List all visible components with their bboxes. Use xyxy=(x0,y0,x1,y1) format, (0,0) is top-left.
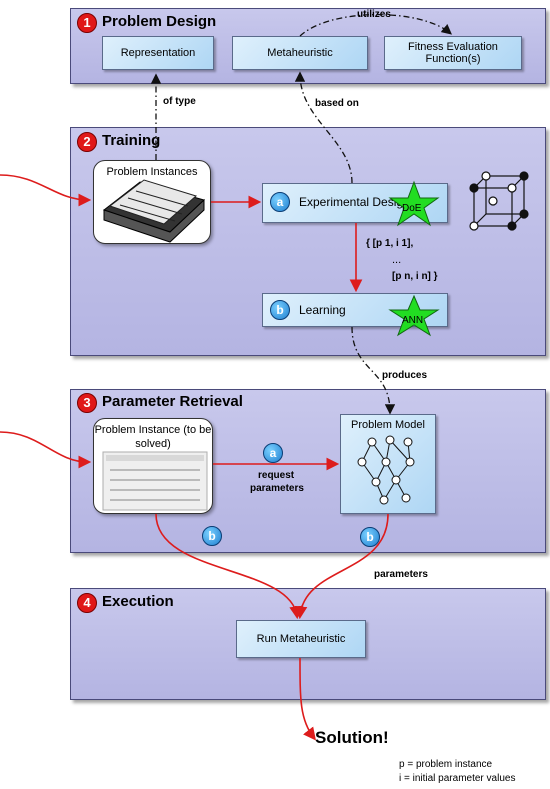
stage-number-1: 1 xyxy=(77,13,97,33)
badge-a-experimental: a xyxy=(270,192,290,212)
stage-title-problem-design: Problem Design xyxy=(102,13,217,30)
sample-set-line2: ... xyxy=(392,254,402,266)
run-to-solution-arrow xyxy=(299,657,316,741)
based-on-arrow xyxy=(294,71,353,184)
representation-label: Representation xyxy=(120,47,196,59)
badge-b-model: b xyxy=(360,527,380,547)
of-type-label: of type xyxy=(163,96,196,107)
card-tray-icon xyxy=(102,179,205,243)
problem-instance-label-line2: (to be solved) xyxy=(135,424,212,450)
parameters-label: parameters xyxy=(374,569,428,580)
badge-a-request: a xyxy=(263,443,283,463)
request-label-line2: parameters xyxy=(250,483,304,494)
produces-label: produces xyxy=(382,370,428,381)
utilizes-arrow xyxy=(299,13,452,37)
doe-star-label: DoE xyxy=(402,203,422,214)
doe-star xyxy=(388,180,440,227)
experimental-design-label: Experimental Design xyxy=(299,195,410,209)
run-metaheuristic-box: Run Metaheuristic xyxy=(236,620,366,658)
badge-b-instance: b xyxy=(202,526,222,546)
based-on-label: based on xyxy=(315,98,359,109)
badge-b-learning: b xyxy=(270,300,290,320)
request-label-line1: request xyxy=(258,470,295,481)
ann-star xyxy=(388,294,440,337)
model-to-run-arrow xyxy=(294,513,389,620)
input-arrow-training xyxy=(0,174,92,207)
input-arrow-retrieval xyxy=(0,431,92,469)
fitness-evaluation-label-line1: Fitness Evaluation xyxy=(408,41,498,53)
stage-title-execution: Execution xyxy=(102,593,174,610)
stage-title-parameter-retrieval: Parameter Retrieval xyxy=(102,393,243,410)
learning-label: Learning xyxy=(299,303,346,317)
utilizes-label: utilizes xyxy=(357,9,391,20)
sample-set-line1: { [p 1, i 1], xyxy=(366,238,414,249)
fitness-evaluation-label-line2: Function(s) xyxy=(425,53,481,65)
neural-network-icon xyxy=(357,435,415,505)
metaheuristic-label: Metaheuristic xyxy=(267,47,333,59)
document-icon xyxy=(102,451,208,511)
instance-to-run-arrow xyxy=(155,513,303,620)
problem-instance-label-line1: Problem Instance xyxy=(94,424,181,436)
stage-number-3: 3 xyxy=(77,393,97,413)
ann-star-label: ANN xyxy=(402,315,423,326)
fitness-evaluation-box: Fitness Evaluation Function(s) xyxy=(384,36,522,70)
problem-instances-label: Problem Instances xyxy=(106,166,198,178)
stage-title-training: Training xyxy=(102,132,161,149)
solution-label: Solution! xyxy=(315,728,389,747)
stage-number-2: 2 xyxy=(77,132,97,152)
problem-model-label: Problem Model xyxy=(351,419,425,431)
cube-icon xyxy=(469,171,529,231)
sample-set-line3: [p n, i n] } xyxy=(392,271,438,282)
run-metaheuristic-label: Run Metaheuristic xyxy=(256,633,346,645)
metaheuristic-box: Metaheuristic xyxy=(232,36,368,70)
legend-i: i = initial parameter values xyxy=(399,773,516,784)
representation-box: Representation xyxy=(102,36,214,70)
produces-arrow xyxy=(351,326,396,415)
stage-number-4: 4 xyxy=(77,593,97,613)
legend-p: p = problem instance xyxy=(399,759,493,770)
